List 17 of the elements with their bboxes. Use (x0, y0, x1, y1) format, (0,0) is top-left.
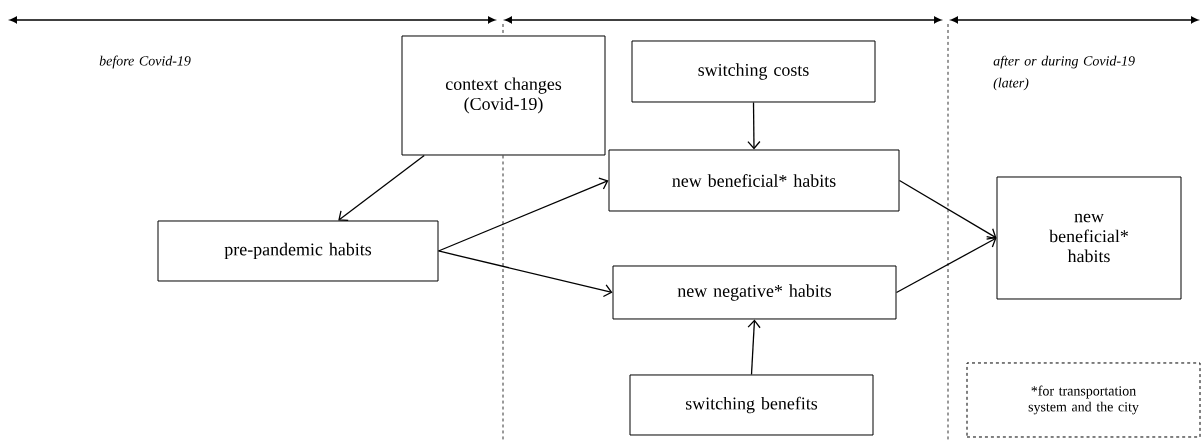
text-box: new negative* habits (612, 265, 897, 320)
text-box: new beneficial* habits (608, 149, 900, 212)
text-box: switching costs (631, 40, 876, 103)
arrow (898, 179, 997, 240)
arrow (747, 319, 761, 376)
text-box: switching benefits (629, 374, 874, 436)
arrow (895, 235, 997, 294)
text-box: pre-pandemic habits (157, 220, 439, 282)
arrow (437, 177, 609, 252)
arrow (747, 101, 761, 150)
arrow (338, 154, 425, 222)
period-label: after or during Covid-19 (later) (993, 55, 1135, 91)
text-box: new beneficial* habits (996, 176, 1182, 300)
text-box: context changes (Covid-19) (401, 35, 606, 156)
period-label: before Covid-19 (99, 55, 191, 69)
note-box: *for transportation system and the city (966, 362, 1201, 438)
arrow (437, 250, 613, 298)
